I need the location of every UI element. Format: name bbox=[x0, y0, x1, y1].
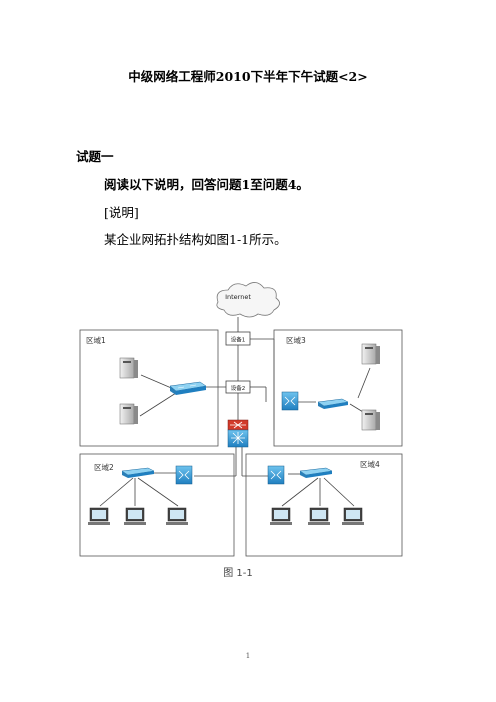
area3-l3-switch-icon bbox=[281, 391, 299, 411]
area2-switch-icon bbox=[121, 467, 155, 478]
server-icon bbox=[119, 403, 138, 425]
device1-label: 设备1 bbox=[231, 336, 246, 344]
device2-box: 设备2 bbox=[225, 380, 251, 394]
area3-box bbox=[273, 329, 403, 447]
area4-l3-switch-icon bbox=[267, 465, 285, 485]
core-switch-icon bbox=[227, 419, 249, 448]
area1-label: 区域1 bbox=[86, 335, 106, 345]
server-icon bbox=[361, 409, 380, 431]
server-icon bbox=[361, 343, 380, 365]
area1-box bbox=[79, 329, 219, 447]
area2-box bbox=[79, 453, 235, 557]
area3-label: 区域3 bbox=[286, 335, 306, 345]
device1-box: 设备1 bbox=[225, 331, 251, 346]
pc-icon bbox=[124, 507, 146, 525]
figure-caption: 图 1-1 bbox=[223, 567, 253, 579]
pc-icon bbox=[166, 507, 188, 525]
intro-text: 某企业网拓扑结构如图1-1所示。 bbox=[104, 232, 287, 247]
pc-icon bbox=[342, 507, 364, 525]
internet-cloud: Internet bbox=[216, 282, 280, 318]
page-number: 1 bbox=[245, 652, 251, 660]
area3-switch-icon bbox=[317, 398, 349, 409]
instruction-text: 阅读以下说明，回答问题1至问题4。 bbox=[104, 177, 309, 192]
pc-icon bbox=[88, 507, 110, 525]
area2-label: 区域2 bbox=[94, 462, 114, 472]
area4-switch-icon bbox=[299, 467, 333, 478]
area4-label: 区域4 bbox=[360, 459, 380, 469]
document-title: 中级网络工程师2010下半年下午试题<2> bbox=[128, 69, 368, 84]
area2-l3-switch-icon bbox=[175, 465, 193, 485]
pc-icon bbox=[270, 507, 292, 525]
internet-label: Internet bbox=[225, 293, 251, 301]
device2-label: 设备2 bbox=[231, 384, 246, 392]
section-heading: 试题一 bbox=[76, 149, 114, 164]
note-label: [说明] bbox=[104, 205, 139, 220]
server-icon bbox=[119, 357, 138, 379]
area4-box bbox=[245, 453, 403, 557]
pc-icon bbox=[308, 507, 330, 525]
network-topology-diagram: Internet 区域1 区域3 区域2 区域4 bbox=[79, 282, 403, 579]
area1-switch-icon bbox=[169, 381, 207, 395]
